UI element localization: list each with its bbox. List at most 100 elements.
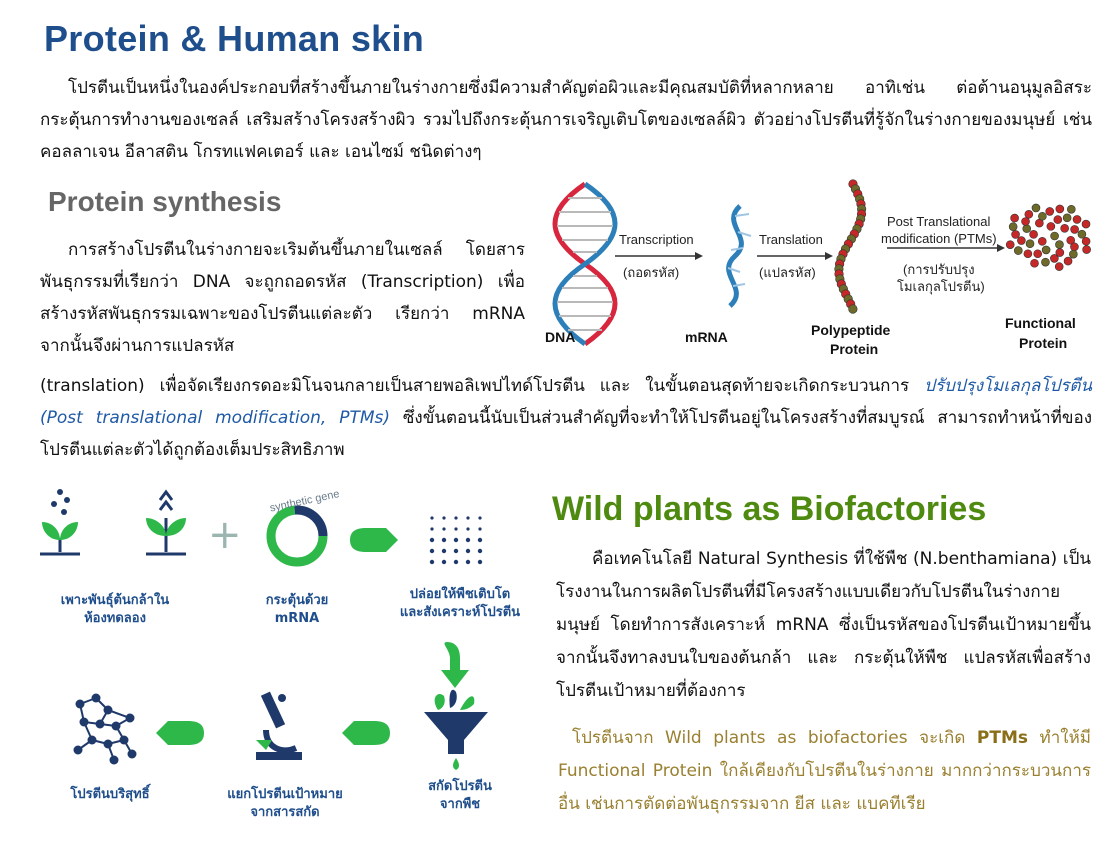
molecule-atom bbox=[103, 739, 113, 749]
bead bbox=[1023, 249, 1033, 259]
growth-dot bbox=[430, 516, 434, 520]
bead bbox=[1011, 230, 1020, 239]
growth-dot bbox=[478, 527, 482, 531]
molecule-atom bbox=[79, 717, 89, 727]
step-separate-label: แยกโปรตีนเป้าหมาย จากสารสกัด bbox=[210, 786, 360, 822]
synthetic-gene-ring-icon bbox=[266, 505, 328, 567]
microscope-icon bbox=[256, 691, 302, 760]
seed-sprout-icon bbox=[40, 489, 80, 556]
growth-dot bbox=[429, 548, 435, 554]
wild-plants-note: โปรตีนจาก Wild plants as biofactories จะ… bbox=[558, 722, 1091, 821]
wild-plants-heading: Wild plants as Biofactories bbox=[552, 490, 987, 528]
wild-plants-paragraph: คือเทคโนโลยี Natural Synthesis ที่ใช้พืช… bbox=[556, 543, 1091, 708]
growth-dot bbox=[442, 527, 446, 531]
bead bbox=[1041, 245, 1051, 255]
growth-dot bbox=[477, 548, 483, 554]
bead bbox=[1067, 204, 1076, 214]
molecule-atom bbox=[125, 713, 135, 723]
ptm-highlight: ปรับปรุงโมเลกุลโปรตีน (Post translationa… bbox=[40, 376, 1092, 428]
intro-text: โปรตีนเป็นหนึ่งในองค์ประกอบที่สร้างขึ้นภ… bbox=[40, 78, 1092, 162]
ptm-label-2: modification (PTMs) bbox=[881, 231, 997, 246]
bead bbox=[1037, 237, 1047, 246]
bead bbox=[1050, 231, 1059, 241]
polypeptide-label-1: Polypeptide bbox=[811, 322, 891, 338]
bead bbox=[1072, 215, 1082, 224]
bead bbox=[1081, 219, 1091, 229]
growth-dot bbox=[465, 537, 471, 543]
growth-dot bbox=[429, 537, 435, 543]
step-grow-label-1: ปล่อยให้พืชเติบโต bbox=[409, 587, 511, 602]
molecule-atom bbox=[91, 693, 101, 703]
molecule-atom bbox=[75, 699, 85, 709]
ptm-label-1: Post Translational bbox=[887, 214, 990, 229]
step-grow-label-2: และสังเคราะห์โปรตีน bbox=[399, 605, 521, 620]
bead bbox=[1055, 204, 1065, 214]
growth-dot bbox=[430, 527, 434, 531]
functional-protein-icon bbox=[1005, 203, 1091, 271]
bead bbox=[1021, 217, 1030, 226]
growth-dot bbox=[478, 516, 482, 520]
molecule-atom bbox=[73, 745, 83, 755]
green-arrow-down-icon bbox=[441, 642, 469, 688]
molecule-atom bbox=[119, 735, 129, 745]
plus-icon: + bbox=[208, 512, 242, 558]
growth-dot bbox=[477, 559, 483, 565]
bead bbox=[1038, 211, 1047, 221]
step-seed-label-2: ห้องทดลอง bbox=[84, 611, 146, 626]
step-extract-label: สกัดโปรตีน จากพืช bbox=[395, 778, 525, 814]
step-mrna-label: กระตุ้นด้วย mRNA bbox=[232, 592, 362, 628]
bead bbox=[1017, 236, 1026, 245]
synthesis-text-b-start: (translation) เพื่อจัดเรียงกรดอะมิโนจนกล… bbox=[40, 376, 925, 396]
growth-dot bbox=[465, 548, 471, 554]
bead bbox=[1070, 225, 1079, 234]
ptm-thai-label-1: (การปรับปรุง bbox=[903, 262, 975, 278]
ptm-thai-label-2: โมเลกุลโปรตีน) bbox=[897, 279, 985, 295]
growth-dot bbox=[442, 516, 446, 520]
bead bbox=[1081, 236, 1091, 246]
ptm-arrowhead bbox=[997, 244, 1005, 252]
bead bbox=[1060, 224, 1069, 233]
bead bbox=[1066, 235, 1076, 245]
step-separate-label-1: แยกโปรตีนเป้าหมาย bbox=[227, 787, 343, 802]
bead bbox=[1063, 256, 1073, 266]
extraction-funnel-icon bbox=[424, 689, 488, 770]
bead bbox=[848, 304, 858, 314]
note-ptms-bold: PTMs bbox=[976, 728, 1028, 748]
bead bbox=[1069, 249, 1078, 259]
step-seed-label: เพาะพันธุ์ต้นกล้าใน ห้องทดลอง bbox=[30, 592, 200, 628]
intro-paragraph: โปรตีนเป็นหนึ่งในองค์ประกอบที่สร้างขึ้นภ… bbox=[40, 72, 1092, 168]
biofactory-process-diagram: + synthetic gene bbox=[40, 488, 488, 770]
bead bbox=[1055, 240, 1064, 249]
growth-dot bbox=[441, 559, 447, 565]
bead bbox=[1033, 249, 1043, 259]
bead bbox=[1029, 230, 1038, 239]
bead bbox=[1062, 213, 1072, 223]
growth-dot bbox=[454, 527, 458, 531]
dna-helix-icon bbox=[552, 181, 618, 347]
functional-label-2: Protein bbox=[1019, 335, 1067, 351]
molecule-atom bbox=[127, 749, 137, 759]
growth-dot bbox=[454, 516, 458, 520]
synthesis-paragraph-a: การสร้างโปรตีนในร่างกายจะเริมต้นขึ้นภายใ… bbox=[40, 234, 525, 362]
bead bbox=[1082, 245, 1091, 254]
bead bbox=[1024, 209, 1034, 219]
growth-dot bbox=[465, 559, 471, 565]
step-extract-label-2: จากพืช bbox=[439, 797, 481, 812]
polypeptide-chain-icon bbox=[834, 179, 867, 314]
translation-thai-label: (แปลรหัส) bbox=[759, 265, 816, 280]
transcription-label: Transcription bbox=[619, 232, 694, 247]
bead bbox=[1070, 242, 1079, 252]
growth-dot bbox=[453, 537, 459, 543]
growth-dot bbox=[477, 537, 483, 543]
note-text-end: ทำให้มี Functional Protein ใกล้เคียงกับโ… bbox=[558, 728, 1092, 814]
polypeptide-label-2: Protein bbox=[830, 341, 878, 357]
bead bbox=[1025, 239, 1035, 249]
bead bbox=[1050, 254, 1059, 263]
growth-dot bbox=[466, 516, 470, 520]
pure-protein-molecule-icon bbox=[73, 693, 137, 765]
wild-plants-text: คือเทคโนโลยี Natural Synthesis ที่ใช้พืช… bbox=[556, 549, 1091, 701]
step-seed-label-1: เพาะพันธุ์ต้นกล้าใน bbox=[60, 593, 170, 608]
step-pure-label-1: โปรตีนบริสุทธิ์ bbox=[70, 787, 150, 802]
translation-arrowhead bbox=[825, 252, 833, 260]
transcription-thai-label: (ถอดรหัส) bbox=[623, 265, 679, 280]
